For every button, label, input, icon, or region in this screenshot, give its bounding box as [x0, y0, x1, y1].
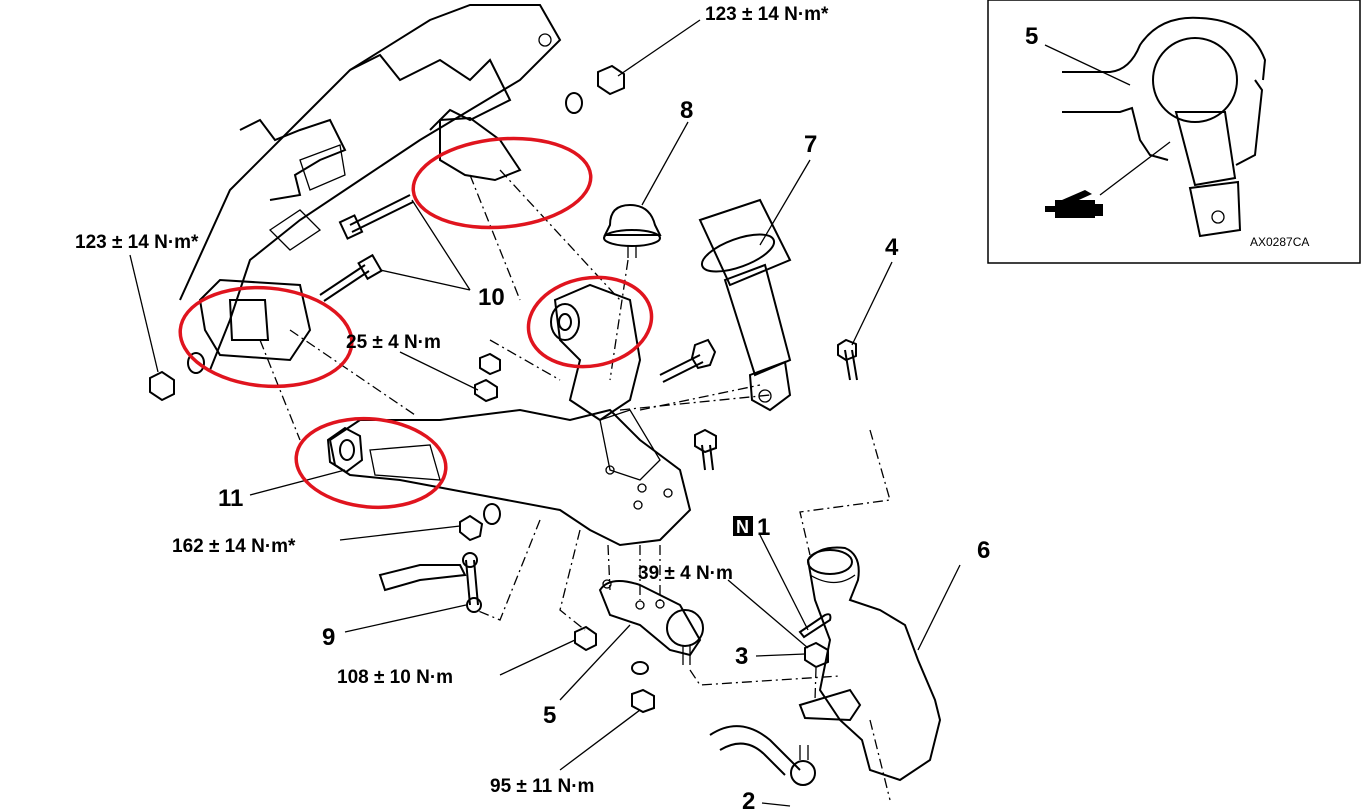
part-number-5: 5: [543, 702, 556, 729]
torque-label-top-bolt: 123 ± 14 N·m*: [705, 4, 829, 25]
highlight-upper-mount: [411, 136, 593, 230]
part-number-8: 8: [680, 97, 693, 124]
highlight-upper-arm-bushing: [526, 275, 654, 369]
upper-arm: [550, 283, 642, 422]
assembly-lines: [259, 169, 891, 801]
inset-figure-code: AX0287CA: [1250, 235, 1309, 249]
highlight-circles: [178, 136, 654, 510]
nuts-washers: [149, 64, 829, 714]
part-number-4: 4: [885, 234, 899, 261]
part-number-2: 2: [742, 788, 755, 809]
part-number-7: 7: [804, 131, 817, 158]
steering-knuckle-6: [806, 546, 942, 782]
stabilizer-link-9: [378, 552, 482, 613]
part-number-9: 9: [322, 624, 335, 651]
part-number-10: 10: [478, 284, 505, 311]
bolts-10: [319, 194, 414, 302]
highlight-lower-arm-bushing: [294, 416, 448, 510]
lower-knuckle-arm: [798, 688, 862, 722]
shock-absorber-7: [698, 198, 792, 412]
bump-stopper-8: [603, 203, 662, 258]
torque-label-lower-nut: 95 ± 11 N·m: [490, 776, 594, 797]
ball-joint-5: [598, 579, 704, 665]
torque-label-left-bolt: 123 ± 14 N·m*: [75, 232, 199, 253]
inset-part-number-5: 5: [1025, 23, 1038, 50]
inset-ball-joint-detail: [987, 0, 1361, 264]
bolts: [659, 338, 858, 471]
part-number-3: 3: [735, 643, 748, 670]
highlight-left-mount: [178, 285, 354, 389]
part-number-11: 11: [218, 485, 243, 512]
lower-arm: [326, 408, 692, 547]
new-part-badge-letter: N: [736, 517, 749, 537]
part-number-1: 1: [757, 514, 770, 541]
part-number-6: 6: [977, 537, 990, 564]
torque-label-bushing-nut: 162 ± 14 N·m*: [172, 536, 296, 557]
leader-lines: [129, 19, 961, 807]
torque-label-ball-joint-nut: 39 ± 4 N·m: [638, 563, 733, 584]
split-pin-1: [798, 613, 832, 639]
new-part-badge: [733, 516, 753, 536]
torque-label-stabilizer-nut: 108 ± 10 N·m: [337, 667, 453, 688]
torque-label-bump-nut: 25 ± 4 N·m: [346, 332, 441, 353]
tie-rod-end-2: [709, 725, 816, 786]
crossmember-frame: [179, 4, 562, 371]
